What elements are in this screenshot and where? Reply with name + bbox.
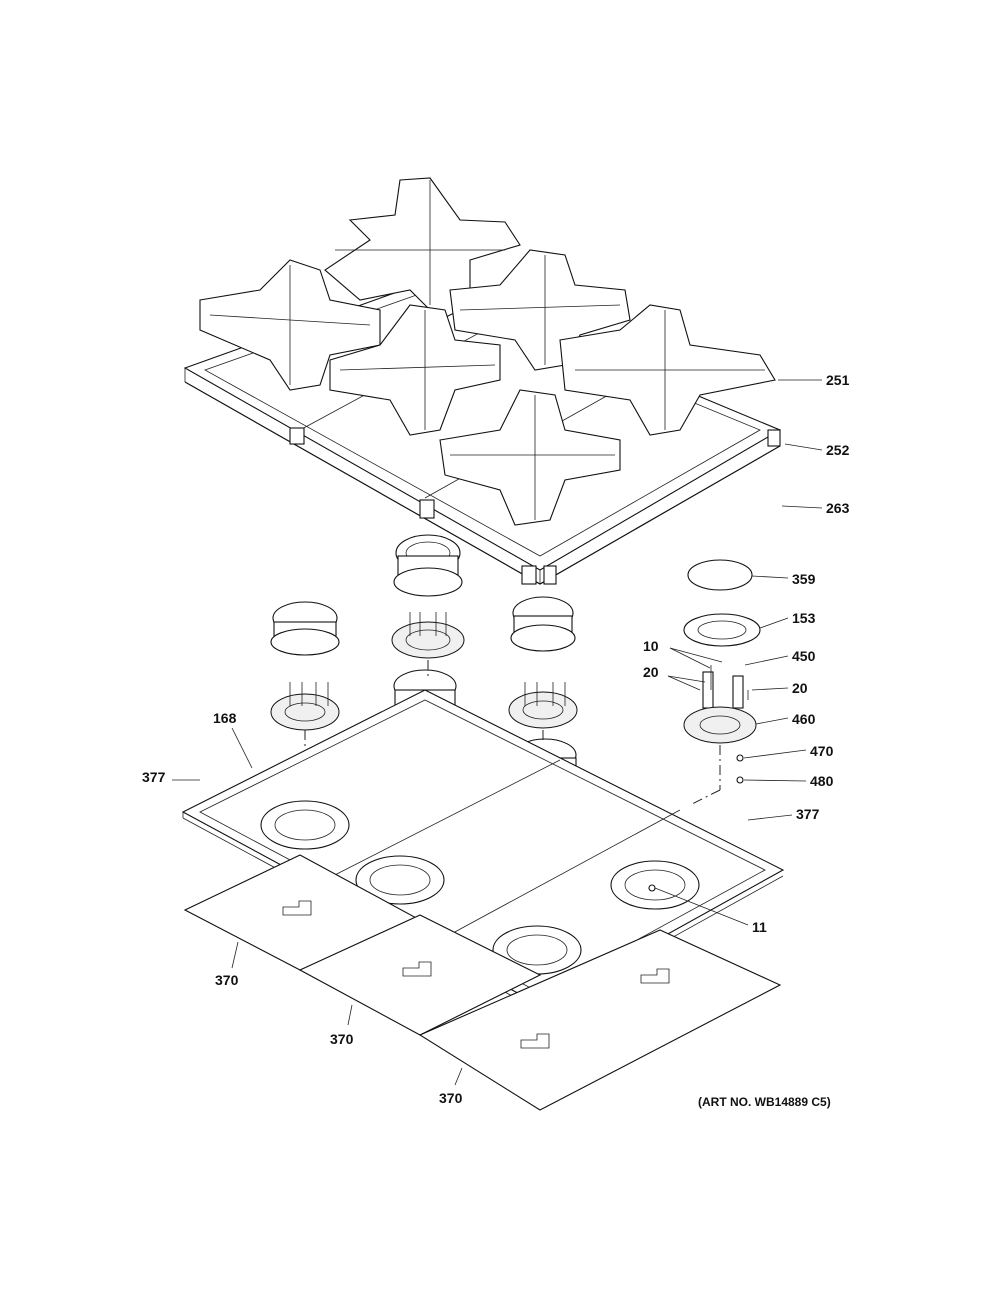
grate-foot bbox=[289, 427, 305, 445]
callout-470: 470 bbox=[810, 743, 834, 759]
callout-450: 450 bbox=[792, 648, 816, 664]
callout-370-middle: 370 bbox=[330, 1031, 354, 1047]
callout-377-left: 377 bbox=[142, 769, 166, 785]
callout-10: 10 bbox=[643, 638, 659, 654]
burner-right-back bbox=[508, 596, 578, 729]
callout-11: 11 bbox=[752, 919, 767, 935]
grate-foot bbox=[543, 565, 557, 585]
burner-base-460 bbox=[683, 706, 757, 744]
insulation-sheet bbox=[418, 929, 782, 1111]
grate-foot bbox=[767, 429, 781, 447]
art-number: (ART NO. WB14889 C5) bbox=[698, 1095, 831, 1109]
callout-460: 460 bbox=[792, 711, 816, 727]
callout-251: 251 bbox=[826, 372, 850, 388]
callout-377-right: 377 bbox=[796, 806, 820, 822]
callout-153: 153 bbox=[792, 610, 816, 626]
leader-lines bbox=[172, 379, 823, 1086]
grate-foot bbox=[419, 499, 435, 519]
burner-head-153 bbox=[683, 613, 761, 647]
callout-263: 263 bbox=[826, 500, 850, 516]
callout-370-top: 370 bbox=[215, 972, 239, 988]
callout-168: 168 bbox=[213, 710, 237, 726]
grate-star bbox=[329, 304, 501, 436]
burner-left bbox=[270, 601, 340, 731]
grate-star bbox=[439, 389, 621, 526]
grate-star bbox=[449, 249, 631, 371]
burner-center-back bbox=[391, 534, 465, 659]
callout-252: 252 bbox=[826, 442, 850, 458]
callout-labels: 251 252 263 359 153 10 450 20 20 460 470… bbox=[142, 372, 850, 1109]
insulation-sheets bbox=[183, 854, 782, 1111]
callout-20-left: 20 bbox=[643, 664, 659, 680]
grate-foot bbox=[521, 565, 537, 585]
grate-assembly bbox=[183, 177, 782, 585]
callout-370-bottom: 370 bbox=[439, 1090, 463, 1106]
callout-359: 359 bbox=[792, 571, 816, 587]
burner-exploded-right bbox=[683, 559, 761, 784]
callout-480: 480 bbox=[810, 773, 834, 789]
callout-20-right: 20 bbox=[792, 680, 808, 696]
burner-cap-359 bbox=[687, 559, 753, 591]
insulation-sheet bbox=[298, 914, 542, 1036]
